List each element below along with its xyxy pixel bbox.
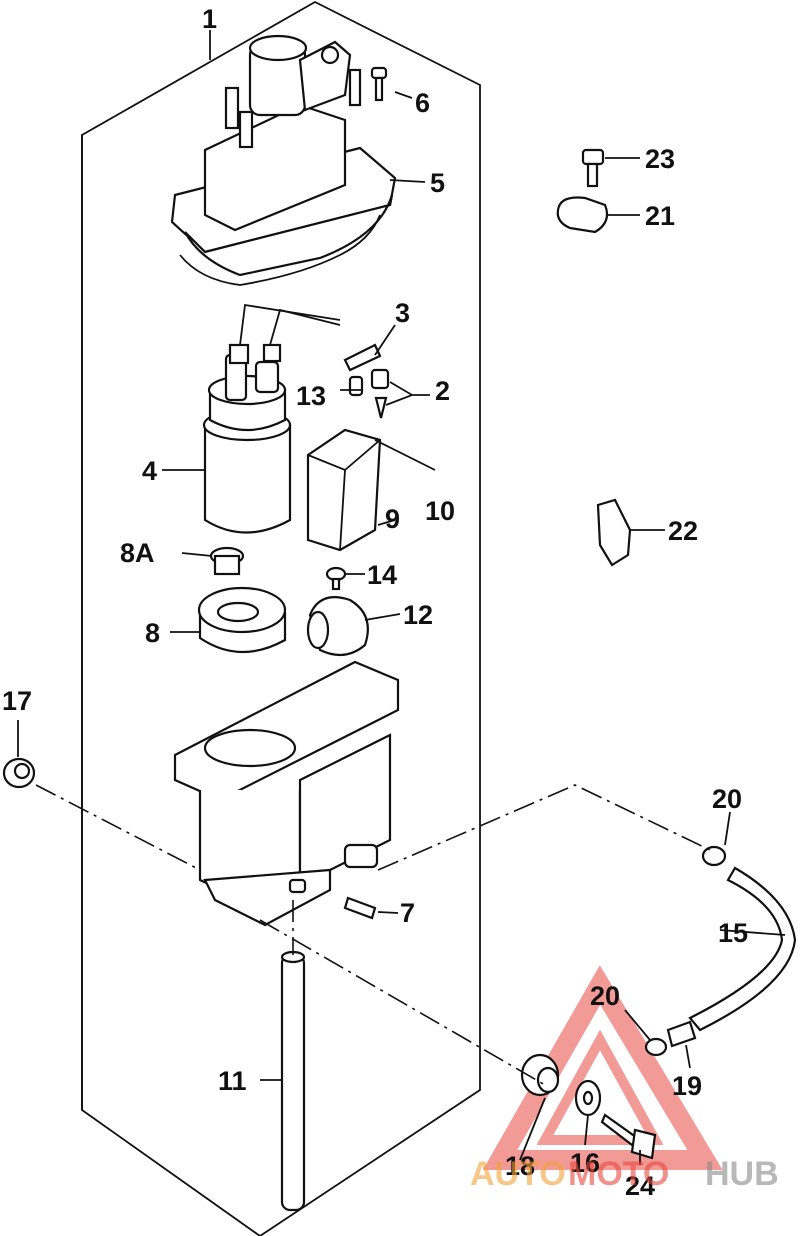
washer-16	[574, 1079, 602, 1117]
label-7: 7	[400, 898, 415, 928]
label-21: 21	[645, 201, 675, 231]
clamp-20-lower	[644, 1037, 668, 1057]
label-24: 24	[625, 1171, 655, 1201]
label-20-lower: 20	[590, 981, 620, 1011]
label-23: 23	[645, 144, 675, 174]
clamp-21	[556, 196, 609, 234]
label-9: 9	[385, 504, 400, 534]
label-17: 17	[2, 686, 32, 716]
watermark-hub: HUB	[705, 1155, 779, 1193]
label-18: 18	[505, 1151, 535, 1181]
label-1: 1	[202, 4, 217, 34]
top-cover-assembly	[170, 34, 397, 286]
clip-22	[596, 498, 632, 567]
main-enclosure-box	[81, 0, 481, 1236]
label-6: 6	[415, 88, 430, 118]
label-11: 11	[218, 1066, 247, 1096]
pump-holder-8	[197, 586, 287, 654]
bolt-24	[600, 1113, 657, 1160]
filter-cap-8a	[209, 546, 245, 576]
label-12: 12	[403, 600, 433, 630]
fuel-housing	[173, 660, 400, 927]
watermark-moto: MOTO	[568, 1155, 669, 1193]
screw-6	[370, 66, 388, 102]
watermark-text: AUTO MOTO HUB	[470, 1155, 779, 1193]
part-labels: 1 6 23 5 21 3 2 13 4 10 9 22 8A 14 12 8 …	[2, 4, 748, 1201]
label-10: 10	[425, 496, 455, 526]
leader-lines	[17, 30, 786, 1165]
grommet-18	[520, 1053, 560, 1097]
label-19: 19	[672, 1071, 702, 1101]
filter-9	[306, 428, 436, 552]
screw-7	[343, 896, 377, 920]
label-22: 22	[668, 516, 698, 546]
small-parts-2-3-13	[343, 343, 390, 419]
hose-11	[280, 950, 306, 1212]
clamp-20-upper	[701, 845, 727, 867]
screw-14	[325, 566, 347, 591]
label-14: 14	[367, 560, 397, 590]
fuel-pump	[202, 303, 341, 534]
connection-lines	[35, 784, 711, 1086]
label-4: 4	[142, 456, 157, 486]
hose-15	[688, 866, 797, 1032]
label-13: 13	[296, 381, 326, 411]
bolt-23	[581, 148, 605, 188]
label-16: 16	[570, 1148, 600, 1178]
watermark-auto: AUTO	[470, 1155, 566, 1193]
label-20-upper: 20	[712, 784, 742, 814]
label-8: 8	[145, 618, 160, 648]
label-3: 3	[395, 298, 410, 328]
regulator-12	[306, 596, 369, 657]
label-8a: 8A	[120, 538, 155, 568]
label-15: 15	[718, 918, 748, 948]
label-2: 2	[435, 376, 450, 406]
pipe-19	[666, 1020, 697, 1048]
label-5: 5	[430, 168, 445, 198]
grommet-17	[2, 757, 36, 789]
